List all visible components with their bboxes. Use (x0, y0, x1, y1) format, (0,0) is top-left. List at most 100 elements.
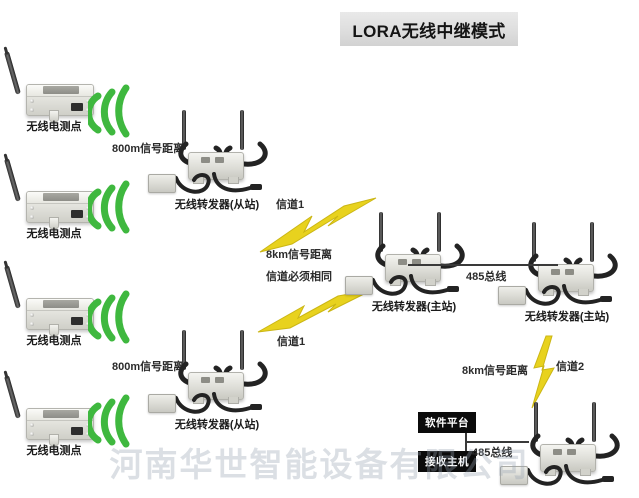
wifi-signal-icon-1 (88, 82, 146, 144)
screw-icon (30, 99, 34, 103)
screw-icon (30, 215, 34, 219)
power-adapter (148, 394, 176, 413)
relay-master-left-label: 无线转发器(主站) (371, 301, 457, 313)
sensor-node-3-label: 无线电测点 (26, 335, 82, 347)
sensor-probe-port (49, 324, 59, 336)
mount-bracket (543, 289, 554, 296)
antenna-icon (240, 330, 244, 370)
status-led (201, 377, 210, 383)
mount-bracket (390, 279, 401, 286)
power-adapter (500, 466, 528, 485)
screw-icon (30, 313, 34, 317)
screw-icon (30, 206, 34, 210)
receiver-host-box[interactable]: 接收主机 (418, 451, 476, 472)
enclosure-nameplate (43, 86, 79, 94)
relay-slave-top: 无线转发器(从站) (148, 110, 288, 211)
relay-enclosure (188, 152, 244, 184)
relay-slave-top-label: 无线转发器(从站) (174, 199, 260, 211)
bus-line-485-top (408, 264, 558, 266)
distance-label-8km-right: 8km信号距离 (462, 365, 529, 377)
relay-enclosure (385, 254, 441, 286)
relay-enclosure (538, 264, 594, 296)
mount-bracket (580, 469, 591, 476)
relay-master-right: 无线转发器(主站) (498, 222, 638, 323)
distance-label-8km-middle: 8km信号距离 (266, 249, 333, 261)
channel-label-bottom: 信道1 (277, 336, 306, 348)
antenna-icon (534, 402, 538, 442)
sensor-node-1-label: 无线电测点 (26, 121, 82, 133)
antenna-icon (3, 375, 21, 419)
sensor-probe-port (49, 217, 59, 229)
lora-relay-diagram: LORA无线中继模式 无线电测点 无线电测点 (0, 0, 639, 480)
sensor-enclosure (26, 191, 94, 229)
antenna-icon (3, 265, 21, 309)
status-led (412, 259, 421, 265)
power-adapter (345, 276, 373, 295)
cable-connector-icon (71, 317, 83, 325)
cable-connector-icon (71, 427, 83, 435)
diagram-title-banner: LORA无线中继模式 (340, 12, 518, 46)
screw-icon (30, 108, 34, 112)
enclosure-nameplate (43, 193, 79, 201)
antenna-icon (437, 212, 441, 252)
antenna-icon (379, 212, 383, 252)
antenna-icon (240, 110, 244, 150)
screw-icon (30, 432, 34, 436)
sensor-probe-port (49, 110, 59, 122)
wifi-signal-icon-4 (88, 392, 146, 454)
antenna-icon (3, 51, 21, 95)
sensor-node-1: 无线电测点 (3, 48, 100, 133)
sensor-enclosure (26, 408, 94, 446)
software-platform-box[interactable]: 软件平台 (418, 412, 476, 433)
wifi-signal-icon-3 (88, 288, 146, 350)
mount-bracket (228, 397, 239, 404)
mount-bracket (545, 469, 556, 476)
bus-label-485-bottom: 485总线 (472, 447, 513, 459)
relay-enclosure (540, 444, 596, 476)
antenna-icon (592, 402, 596, 442)
relay-master-right-label: 无线转发器(主站) (524, 311, 610, 323)
status-led (398, 259, 407, 265)
relay-enclosure (188, 372, 244, 404)
enclosure-nameplate (43, 410, 79, 418)
status-led (551, 269, 560, 275)
sensor-node-3: 无线电测点 (3, 262, 100, 347)
status-led (567, 449, 576, 455)
distance-label-800m-bottom: 800m信号距离 (112, 361, 185, 373)
relay-slave-bottom-label: 无线转发器(从站) (174, 419, 260, 431)
status-led (201, 157, 210, 163)
cable-connector-icon (71, 210, 83, 218)
mount-bracket (228, 177, 239, 184)
sensor-node-2-label: 无线电测点 (26, 228, 82, 240)
status-led (565, 269, 574, 275)
screw-icon (30, 423, 34, 427)
sensor-enclosure (26, 84, 94, 122)
receiver-host-label: 接收主机 (425, 456, 469, 468)
relay-master-left: 无线转发器(主站) (345, 212, 485, 313)
antenna-icon (3, 158, 21, 202)
bus-line-485-bottom (465, 441, 529, 443)
power-adapter (498, 286, 526, 305)
mount-bracket (578, 289, 589, 296)
sensor-node-4-label: 无线电测点 (26, 445, 82, 457)
channel-note-label: 信道必须相同 (266, 271, 332, 283)
distance-label-800m-top: 800m信号距离 (112, 143, 185, 155)
antenna-icon (590, 222, 594, 262)
mount-bracket (193, 397, 204, 404)
mount-bracket (425, 279, 436, 286)
enclosure-nameplate (43, 300, 79, 308)
antenna-icon (182, 330, 186, 370)
sensor-node-4: 无线电测点 (3, 372, 100, 457)
software-platform-label: 软件平台 (425, 417, 469, 429)
wifi-signal-icon-2 (88, 178, 146, 240)
status-led (215, 157, 224, 163)
relay-bottom-right (500, 402, 639, 498)
mount-bracket (193, 177, 204, 184)
channel-label-right: 信道2 (556, 361, 585, 373)
antenna-icon (182, 110, 186, 150)
antenna-icon (532, 222, 536, 262)
channel-label-top: 信道1 (276, 199, 305, 211)
sensor-node-2: 无线电测点 (3, 155, 100, 240)
sensor-probe-port (49, 434, 59, 446)
status-led (215, 377, 224, 383)
